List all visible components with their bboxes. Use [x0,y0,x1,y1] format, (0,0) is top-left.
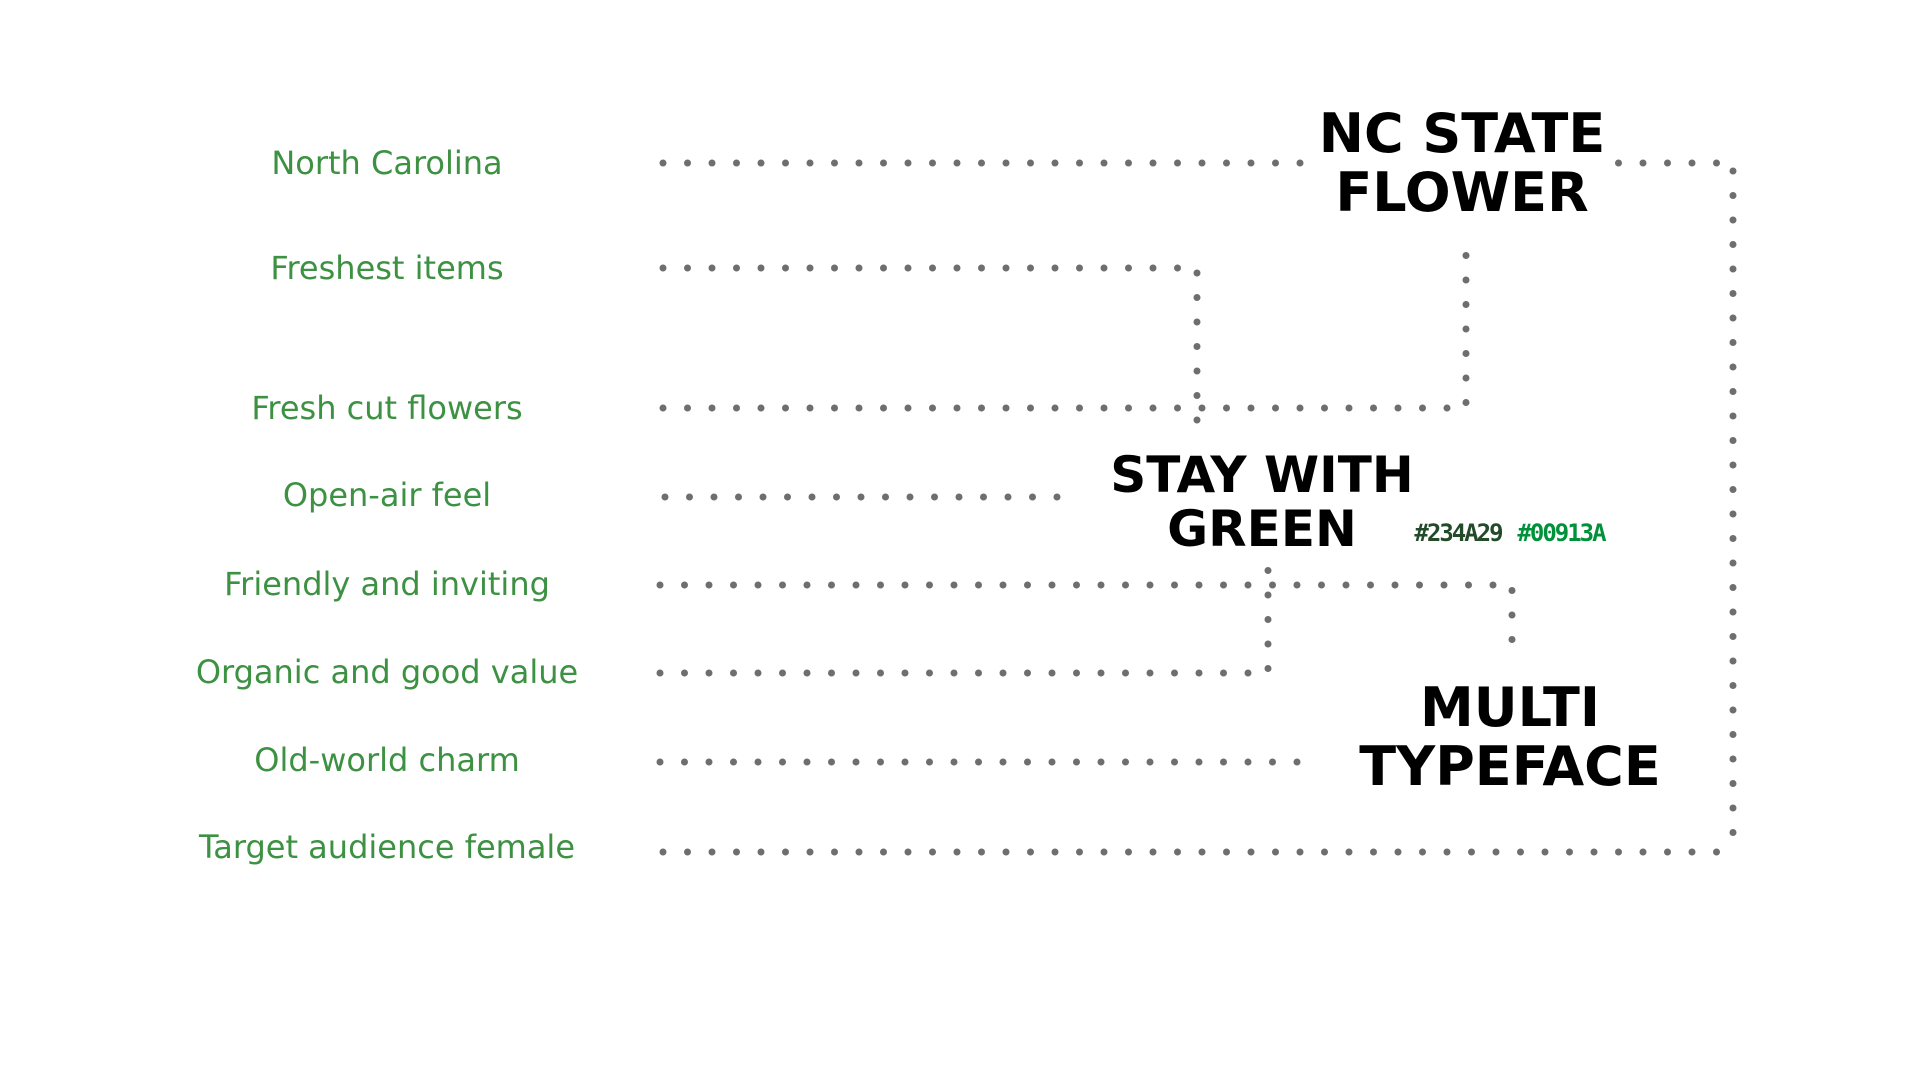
concept-multi-typeface-line-2: TYPEFACE [1359,735,1661,798]
connector-fresh-cut-flowers [659,228,1470,412]
attribute-old-world-charm: Old-world charm [254,741,520,779]
attribute-organic-good-value: Organic and good value [195,653,579,691]
concept-stay-with-green-line-1: STAY WITH [1110,446,1414,504]
attribute-target-audience-female: Target audience female [199,828,575,866]
attribute-fresh-cut-flowers: Fresh cut flowers [251,389,523,427]
connector-organic-good-value [656,556,1272,677]
attribute-friendly-inviting: Friendly and inviting [224,565,550,603]
concept-multi-typeface-line-1: MULTI [1420,676,1600,739]
attribute-north-carolina: North Carolina [271,144,503,182]
connector-friendly-inviting [656,581,1516,661]
concept-multi-typeface: MULTI TYPEFACE [1353,676,1667,798]
color-code-dark-green: #234A29 [1414,519,1503,547]
color-code-bright-green: #00913A [1517,519,1606,547]
concept-nc-state-flower-line-2: FLOWER [1335,161,1589,224]
attribute-open-air-feel: Open-air feel [282,476,492,514]
concept-nc-state-flower-line-1: NC STATE [1318,102,1606,165]
concept-stay-with-green: STAY WITH GREEN [1104,446,1420,558]
concept-stay-with-green-line-2: GREEN [1167,500,1357,558]
attribute-freshest-items: Freshest items [270,249,504,287]
concept-nc-state-flower: NC STATE FLOWER [1312,102,1612,224]
